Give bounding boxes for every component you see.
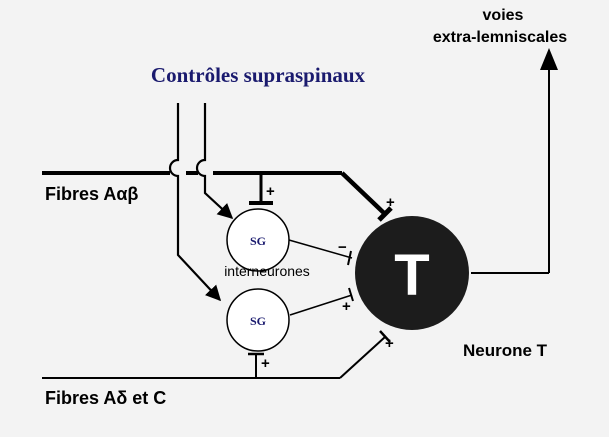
sign-adelta-sg-bottom: +: [261, 355, 270, 372]
output-label-line2: extra-lemniscales: [433, 29, 567, 46]
sign-adelta-t: +: [385, 335, 394, 352]
sign-abeta-t: +: [386, 194, 395, 211]
t-output-pathway: [471, 68, 550, 274]
adelta-c-fiber-pathway: [42, 330, 391, 379]
adelta-c-fiber-label: Fibres Aδ et C: [45, 388, 166, 408]
sign-abeta-sg-top: +: [266, 183, 275, 200]
supraspinal-descending-pathways: [168, 103, 234, 302]
sg-bottom-label: SG: [250, 314, 266, 328]
sign-sg-bottom-t: +: [342, 298, 351, 315]
abeta-fiber-pathway: [42, 171, 393, 222]
synapse-signs: + + − + + +: [261, 183, 395, 372]
sg-top-label: SG: [250, 234, 266, 248]
sg-top-neuron: [226, 208, 290, 272]
supraspinal-controls-title: Contrôles supraspinaux: [151, 63, 366, 87]
sg-to-t-connections: [288, 239, 354, 316]
output-arrowhead: [540, 48, 558, 70]
sg-bottom-neuron: [226, 288, 290, 352]
interneurons-label: interneurones: [224, 263, 310, 279]
abeta-fiber-label: Fibres Aαβ: [45, 184, 138, 204]
t-cell-neuron: [355, 216, 469, 330]
t-neuron-label: Neurone T: [463, 341, 548, 360]
sign-sg-top-t: −: [338, 239, 347, 256]
output-label-line1: voies: [483, 7, 524, 24]
t-cell-letter: T: [394, 243, 429, 308]
